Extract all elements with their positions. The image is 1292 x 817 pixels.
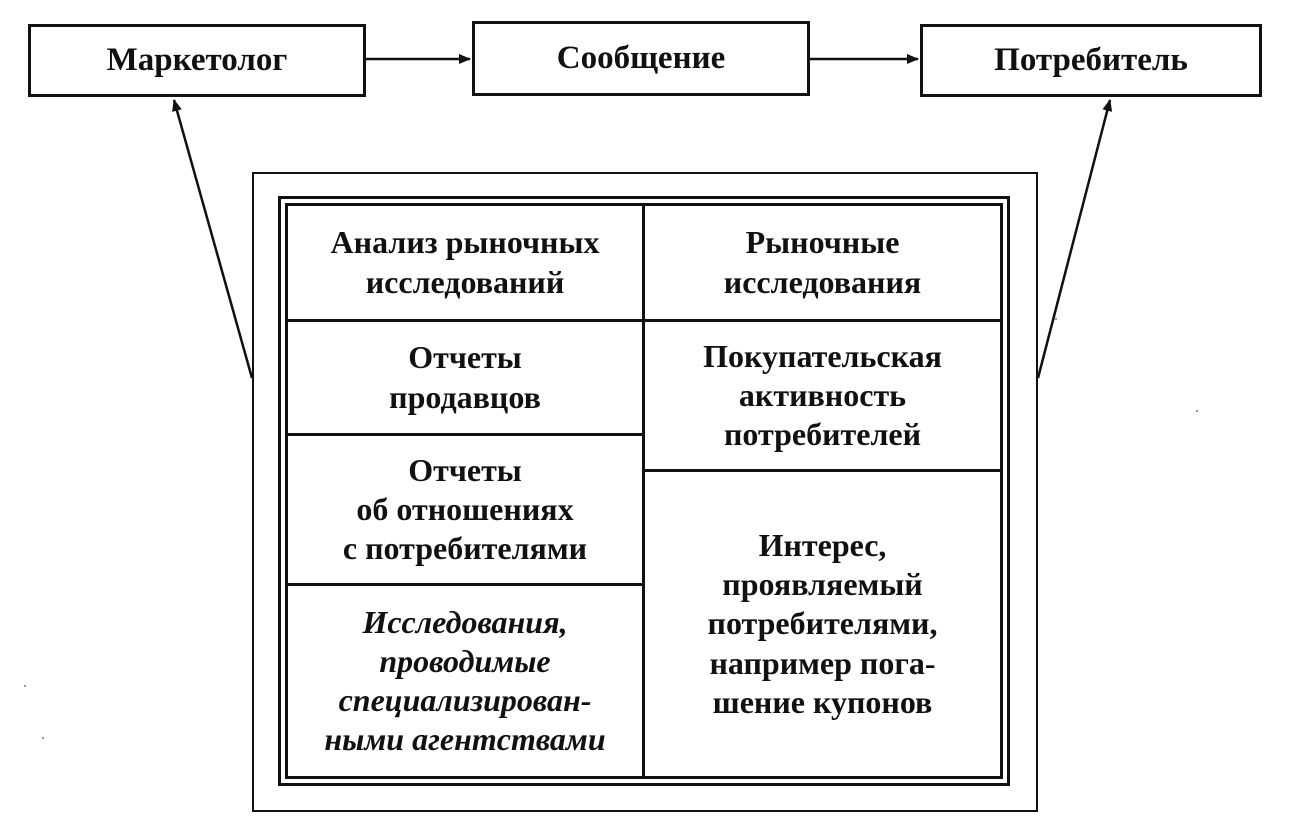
grid-cell-left-3: Отчеты об отношениях с потребителями <box>342 451 588 567</box>
consumer-label: Потребитель <box>994 42 1188 78</box>
scan-speck <box>42 737 44 739</box>
marketer-node: Маркетолог <box>28 24 366 97</box>
grid-cell-right-3: Интерес, проявляемый потребителями, напр… <box>707 527 938 720</box>
arrow-research-to-marketer <box>172 99 254 379</box>
grid-divider-right-2 <box>643 469 1000 472</box>
research-outer-frame <box>252 172 1038 812</box>
grid-divider-right-1 <box>643 319 1000 322</box>
grid-divider-left-3 <box>288 583 644 586</box>
grid-divider-left-2 <box>288 433 644 436</box>
consumer-node: Потребитель <box>920 24 1262 97</box>
research-grid-frame <box>278 196 1010 786</box>
message-label: Сообщение <box>556 40 726 76</box>
grid-cell-right-1: Рыночные исследования <box>723 224 922 300</box>
grid-cell-left-4: Исследования, проводимые специализирован… <box>324 603 606 758</box>
grid-cell-right-2: Покупательская активность потребителей <box>703 337 942 453</box>
marketer-label: Маркетолог <box>106 42 288 78</box>
grid-column-divider <box>642 206 645 776</box>
message-node: Сообщение <box>472 21 810 96</box>
grid-cell-left-2: Отчеты продавцов <box>389 339 541 415</box>
scan-speck <box>1196 410 1198 412</box>
research-grid <box>285 203 1003 779</box>
grid-cell-left-1: Анализ рыночных исследований <box>330 224 600 300</box>
scan-speck <box>1055 318 1057 320</box>
arrow-research-to-consumer <box>1036 99 1113 379</box>
scan-speck <box>24 685 26 687</box>
grid-divider-left-1 <box>288 319 644 322</box>
